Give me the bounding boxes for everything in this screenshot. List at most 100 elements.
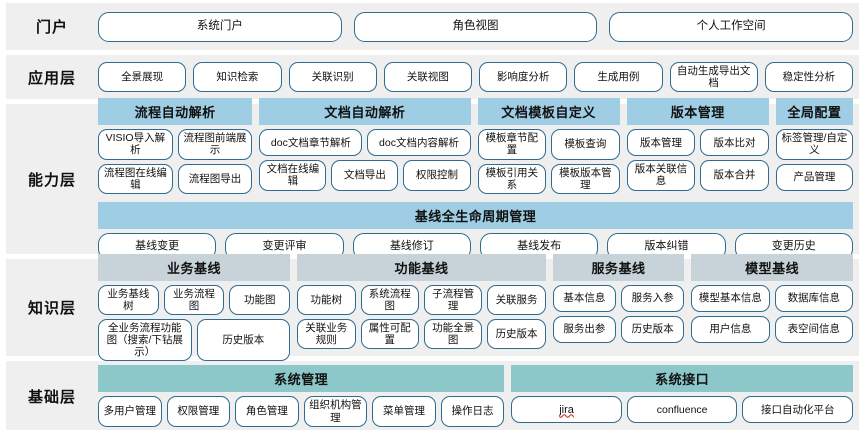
capability-pill[interactable]: jira (511, 396, 622, 424)
capability-pill[interactable]: 功能树 (297, 284, 356, 315)
capability-pill[interactable]: 表空间信息 (774, 315, 854, 343)
capability-pill[interactable]: 系统流程图 (360, 284, 419, 315)
capability-pill[interactable]: 模板引用关系 (477, 163, 547, 194)
capability-pill[interactable]: 关联业务规则 (297, 318, 356, 350)
capability-pill[interactable]: 流程图在线编辑 (98, 163, 173, 194)
group-功能基线: 功能基线功能树系统流程图子流程管理关联服务关联业务规则属性可配置功能全景图历史版… (297, 253, 546, 361)
capability-pill[interactable]: 生成用例 (574, 61, 663, 93)
capability-pill[interactable]: 子流程管理 (423, 284, 483, 315)
capability-pill[interactable]: 权限管理 (166, 396, 231, 427)
capability-pill[interactable]: 关联识别 (288, 61, 377, 93)
capability-pill[interactable]: confluence (626, 396, 738, 424)
group-header: 版本管理 (626, 98, 769, 126)
capability-pill[interactable]: 产品管理 (775, 163, 854, 191)
capability-pill[interactable]: 版本管理 (626, 129, 696, 157)
subsection-header: 基线全生命周期管理 (98, 201, 853, 229)
capability-pill[interactable]: 自动生成导出文档 (669, 61, 758, 93)
group-row: 关联业务规则属性可配置功能全景图历史版本 (297, 318, 546, 350)
group-header: 文档自动解析 (259, 98, 471, 126)
capability-pill[interactable]: 全景展现 (98, 61, 187, 93)
capability-pill[interactable]: 历史版本 (621, 315, 685, 343)
group-版本管理: 版本管理版本管理版本比对版本关联信息版本合并 (626, 98, 769, 193)
capability-pill[interactable]: 操作日志 (440, 396, 505, 427)
capability-pill[interactable]: 角色管理 (235, 396, 299, 427)
capability-pill[interactable]: 模板版本管理 (551, 163, 620, 194)
group-header: 系统接口 (511, 365, 853, 393)
group-header: 系统管理 (98, 365, 505, 393)
capability-pill[interactable]: 权限控制 (403, 160, 471, 191)
capability-pill[interactable]: 影响度分析 (479, 61, 568, 93)
capability-pill[interactable]: doc文档章节解析 (259, 129, 363, 157)
group-row: 标签管理/自定义 (775, 129, 854, 160)
capability-pill[interactable]: 版本合并 (700, 160, 769, 191)
layer-body-portal: 系统门户角色视图个人工作空间 (98, 11, 854, 42)
group-header: 文档模板自定义 (477, 98, 620, 126)
capability-pill[interactable]: 基本信息 (552, 284, 617, 312)
capability-pill[interactable]: 业务基线树 (98, 284, 159, 315)
group-row: 业务基线树业务流程图功能图 (98, 284, 291, 315)
group-rows: 业务基线树业务流程图功能图全业务流程功能图（搜索/下钻展示）历史版本 (98, 284, 291, 362)
capability-pill[interactable]: 文档导出 (331, 160, 399, 191)
capability-pill[interactable]: 文档在线编辑 (259, 160, 327, 191)
group-row: VISIO导入解析流程图前端展示 (98, 129, 253, 160)
capability-pill[interactable]: 标签管理/自定义 (775, 129, 854, 160)
group-row: 基本信息服务入参 (552, 284, 685, 312)
capability-pill[interactable]: 关联视图 (383, 61, 472, 93)
capability-pill[interactable]: 组织机构管理 (303, 396, 368, 427)
group-header: 全局配置 (775, 98, 854, 126)
group-row: 用户信息表空间信息 (691, 315, 854, 343)
group-服务基线: 服务基线基本信息服务入参服务出参历史版本 (552, 253, 685, 361)
capability-pill[interactable]: 菜单管理 (372, 396, 436, 427)
capability-pill[interactable]: 属性可配置 (360, 318, 419, 350)
group-rows: 模板章节配置模板查询模板引用关系模板版本管理 (477, 129, 620, 194)
capability-pill[interactable]: 全业务流程功能图（搜索/下钻展示） (98, 318, 192, 362)
capability-pill[interactable]: 版本比对 (700, 129, 769, 157)
group-row: 产品管理 (775, 163, 854, 191)
capability-pill[interactable]: 数据库信息 (774, 284, 854, 312)
knowledge-groups: 业务基线业务基线树业务流程图功能图全业务流程功能图（搜索/下钻展示）历史版本功能… (98, 253, 854, 362)
capability-pill[interactable]: 稳定性分析 (764, 61, 853, 93)
layer-label-application: 应用层 (27, 69, 76, 87)
layer-band-knowledge: 知识层业务基线业务基线树业务流程图功能图全业务流程功能图（搜索/下钻展示）历史版… (6, 253, 859, 362)
capability-pill[interactable]: doc文档内容解析 (367, 129, 471, 157)
capability-pill[interactable]: 业务流程图 (163, 284, 225, 315)
capability-pill[interactable]: 模板查询 (551, 129, 620, 160)
capability-pill[interactable]: 接口自动化平台 (742, 396, 853, 424)
capability-pill[interactable]: 模板章节配置 (477, 129, 547, 160)
capability-pill[interactable]: 流程图导出 (177, 163, 253, 194)
group-row: 模板引用关系模板版本管理 (477, 163, 620, 194)
group-header: 流程自动解析 (98, 98, 253, 126)
capability-pill[interactable]: 历史版本 (196, 318, 291, 362)
capability-pill[interactable]: 历史版本 (487, 318, 546, 350)
capability-pill[interactable]: 系统门户 (98, 11, 342, 42)
capability-pill[interactable]: 个人工作空间 (609, 11, 854, 42)
capability-pill[interactable]: VISIO导入解析 (98, 129, 173, 160)
group-header: 模型基线 (691, 253, 853, 281)
capability-pill[interactable]: 知识检索 (193, 61, 282, 93)
capability-pill[interactable]: 关联服务 (487, 284, 546, 315)
misspelled-text: jira (559, 403, 574, 416)
group-row: 模型基本信息数据库信息 (691, 284, 854, 312)
subsection-基线全生命周期管理: 基线全生命周期管理基线变更变更评审基线修订基线发布版本纠错变更历史 (98, 201, 853, 260)
capability-pill[interactable]: 功能图 (229, 284, 291, 315)
group-row: 版本管理版本比对 (626, 129, 769, 157)
capability-pill[interactable]: 用户信息 (691, 315, 770, 343)
capability-pill[interactable]: 版本关联信息 (626, 160, 696, 191)
layer-body-application: 全景展现知识检索关联识别关联视图影响度分析生成用例自动生成导出文档稳定性分析 (98, 61, 853, 93)
capability-pill[interactable]: 服务出参 (552, 315, 617, 343)
group-row: 文档在线编辑文档导出权限控制 (259, 160, 471, 191)
group-row: 流程图在线编辑流程图导出 (98, 163, 253, 194)
group-rows: 基本信息服务入参服务出参历史版本 (552, 284, 685, 343)
group-row: 服务出参历史版本 (552, 315, 685, 343)
capability-pill[interactable]: 模型基本信息 (691, 284, 770, 312)
capability-pill[interactable]: 功能全景图 (423, 318, 483, 350)
capability-pill[interactable]: 多用户管理 (98, 396, 162, 427)
group-rows: 多用户管理权限管理角色管理组织机构管理菜单管理操作日志 (98, 396, 505, 427)
capability-pill[interactable]: 流程图前端展示 (177, 129, 253, 160)
capability-pill[interactable]: 服务入参 (621, 284, 685, 312)
group-rows: 功能树系统流程图子流程管理关联服务关联业务规则属性可配置功能全景图历史版本 (297, 284, 546, 350)
capability-pill[interactable]: 角色视图 (353, 11, 598, 42)
group-模型基线: 模型基线模型基本信息数据库信息用户信息表空间信息 (691, 253, 854, 361)
